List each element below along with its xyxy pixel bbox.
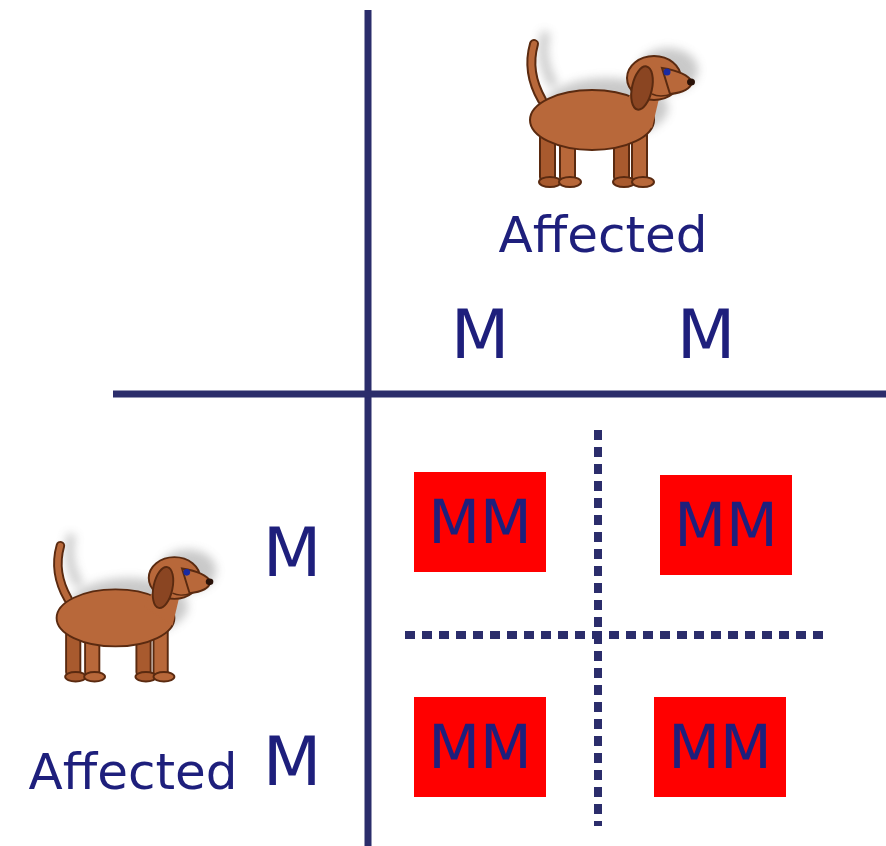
genotype-box: MM [660, 475, 792, 575]
dog-illustration [57, 534, 217, 681]
genotype-text: MM [668, 717, 772, 777]
phenotype-label: Affected [498, 210, 707, 260]
label-text: Affected [498, 206, 707, 264]
genotype-box: MM [414, 472, 546, 572]
genotype-text: MM [674, 495, 778, 555]
grid-line [365, 10, 372, 846]
label-text: M [451, 295, 510, 374]
genotype-text: MM [428, 492, 532, 552]
phenotype-label: Affected [28, 747, 237, 797]
dotted-divider [594, 430, 602, 826]
label-text: Affected [28, 743, 237, 801]
allele-label: M [263, 728, 322, 796]
allele-label: M [263, 519, 322, 587]
dotted-divider [405, 631, 828, 639]
allele-label: M [677, 301, 736, 369]
genotype-box: MM [654, 697, 786, 797]
dog-illustration [530, 32, 698, 187]
grid-line [113, 391, 886, 398]
genotype-text: MM [428, 717, 532, 777]
label-text: M [263, 722, 322, 801]
label-text: M [263, 513, 322, 592]
allele-label: M [451, 301, 510, 369]
label-text: M [677, 295, 736, 374]
genotype-box: MM [414, 697, 546, 797]
